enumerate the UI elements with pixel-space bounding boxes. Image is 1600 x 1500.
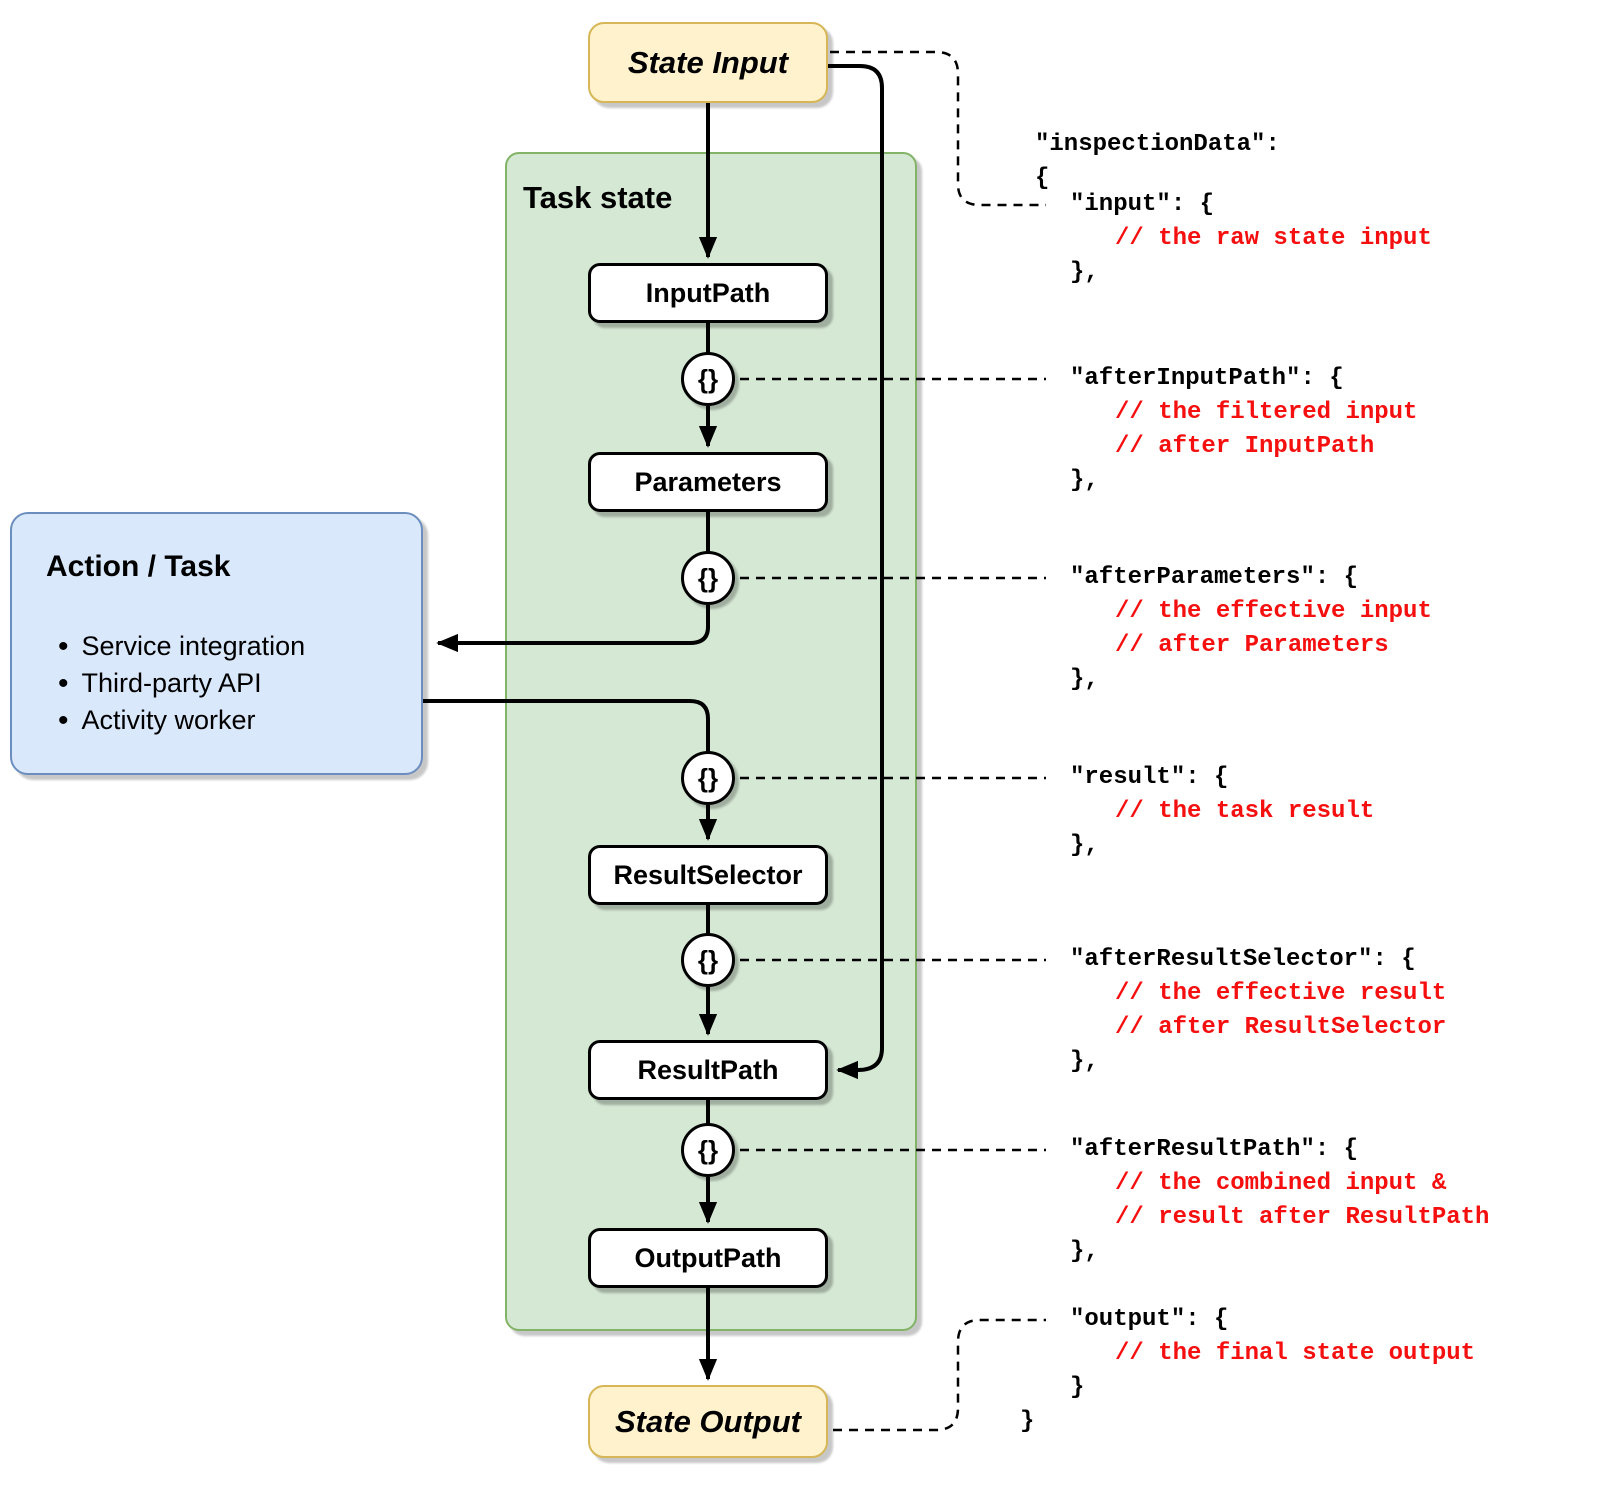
bullet-icon — [58, 702, 69, 739]
code-comment: // after ResultSelector — [1115, 1014, 1447, 1041]
outputpath-label: OutputPath — [634, 1242, 782, 1273]
json-section-afterresultpath: "afterResultPath": { // the combined inp… — [1070, 1133, 1489, 1269]
json-doc-icon-result: {} — [681, 751, 735, 805]
json-doc-icon-after-inputpath: {} — [681, 352, 735, 406]
inputpath-label: InputPath — [645, 277, 771, 308]
json-section-header: "inspectionData": { — [1035, 128, 1280, 196]
braces-glyph: {} — [697, 1134, 719, 1165]
action-item-label: Third-party API — [81, 668, 262, 698]
code-line: "inspectionData": — [1035, 131, 1280, 158]
code-comment: // result after ResultPath — [1115, 1204, 1490, 1231]
code-comment: // after InputPath — [1115, 433, 1375, 460]
action-task-list: Service integration Third-party API Acti… — [58, 628, 421, 739]
state-input-node: State Input — [588, 22, 828, 103]
code-line: }, — [1070, 832, 1099, 859]
list-item: Third-party API — [58, 665, 421, 702]
json-section-input: "input": { // the raw state input }, — [1070, 188, 1432, 290]
code-line: "afterParameters": { — [1070, 564, 1359, 591]
code-line: "output": { — [1070, 1306, 1229, 1333]
json-section-afterinputpath: "afterInputPath": { // the filtered inpu… — [1070, 362, 1417, 498]
json-doc-icon-after-parameters: {} — [681, 551, 735, 605]
code-line: "result": { — [1070, 764, 1229, 791]
json-doc-icon-after-resultselector: {} — [681, 933, 735, 987]
resultselector-label: ResultSelector — [613, 859, 803, 890]
code-line: }, — [1070, 666, 1099, 693]
action-item-label: Service integration — [81, 631, 306, 661]
braces-glyph: {} — [697, 363, 719, 394]
parameters-step: Parameters — [588, 452, 828, 512]
code-line: } — [1020, 1408, 1035, 1435]
inputpath-step: InputPath — [588, 263, 828, 323]
resultpath-label: ResultPath — [637, 1054, 779, 1085]
code-line: }, — [1070, 467, 1099, 494]
code-comment: // after Parameters — [1115, 632, 1389, 659]
action-task-title: Action / Task — [46, 550, 231, 583]
code-line: "input": { — [1070, 191, 1215, 218]
code-line: }, — [1070, 1238, 1099, 1265]
braces-glyph: {} — [697, 944, 719, 975]
code-line: }, — [1070, 259, 1099, 286]
braces-glyph: {} — [697, 762, 719, 793]
code-line: "afterResultSelector": { — [1070, 946, 1416, 973]
state-output-label: State Output — [615, 1403, 801, 1439]
bullet-icon — [58, 628, 69, 665]
state-input-label: State Input — [627, 44, 789, 80]
code-line: }, — [1070, 1048, 1099, 1075]
resultpath-step: ResultPath — [588, 1040, 828, 1100]
action-item-label: Activity worker — [81, 705, 256, 735]
state-output-node: State Output — [588, 1385, 828, 1458]
json-doc-icon-after-resultpath: {} — [681, 1123, 735, 1177]
resultselector-step: ResultSelector — [588, 845, 828, 905]
task-state-title: Task state — [523, 180, 673, 215]
code-line: "afterResultPath": { — [1070, 1136, 1359, 1163]
dashed-link-output — [833, 1318, 1046, 1432]
code-comment: // the task result — [1115, 798, 1375, 825]
json-section-result: "result": { // the task result }, — [1070, 761, 1374, 863]
json-section-afterparameters: "afterParameters": { // the effective in… — [1070, 561, 1432, 697]
code-comment: // the raw state input — [1115, 225, 1432, 252]
parameters-label: Parameters — [634, 466, 782, 497]
code-comment: // the combined input & — [1115, 1170, 1447, 1197]
list-item: Service integration — [58, 628, 421, 665]
code-line: "afterInputPath": { — [1070, 365, 1344, 392]
json-section-output: "output": { // the final state output } … — [1020, 1303, 1476, 1439]
outputpath-step: OutputPath — [588, 1228, 828, 1288]
code-comment: // the effective input — [1115, 598, 1432, 625]
code-comment: // the filtered input — [1115, 399, 1418, 426]
code-line: } — [1070, 1374, 1085, 1401]
bullet-icon — [58, 665, 69, 702]
list-item: Activity worker — [58, 702, 421, 739]
code-comment: // the final state output — [1115, 1340, 1476, 1367]
action-task-box: Action / Task Service integration Third-… — [10, 512, 423, 775]
code-comment: // the effective result — [1115, 980, 1447, 1007]
json-section-afterresultselector: "afterResultSelector": { // the effectiv… — [1070, 943, 1446, 1079]
braces-glyph: {} — [697, 562, 719, 593]
